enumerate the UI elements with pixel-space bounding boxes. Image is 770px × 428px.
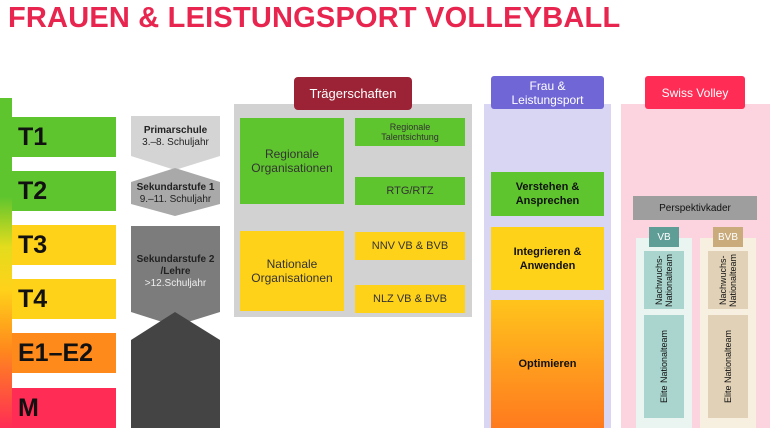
- integrieren-box: Integrieren & Anwenden: [491, 227, 604, 290]
- sek2-label: Sekundarstufe 2 /Lehre >12.Schuljahr: [136, 254, 215, 289]
- nlz-box: NLZ VB & BVB: [355, 285, 465, 313]
- frau-header: Frau & Leistungsport: [491, 76, 604, 109]
- vb-label: VB: [649, 227, 679, 247]
- school-arrows: [131, 116, 220, 428]
- level-e1-e2: E1–E2: [12, 333, 116, 373]
- traeger-header: Trägerschaften: [294, 77, 412, 110]
- nnv-box: NNV VB & BVB: [355, 232, 465, 260]
- level-t4: T4: [12, 279, 116, 319]
- bvb-label: BVB: [713, 227, 743, 247]
- level-t3: T3: [12, 225, 116, 265]
- optimieren-box: Optimieren: [491, 300, 604, 428]
- sek2-arrow: [131, 226, 220, 326]
- primarschule-label: Primarschule 3.–8. Schuljahr: [142, 125, 209, 148]
- rtg-rtz-box: RTG/RTZ: [355, 177, 465, 205]
- level-t2: T2: [12, 171, 116, 211]
- lower-arrow: [131, 312, 220, 428]
- verstehen-box: Verstehen & Ansprechen: [491, 172, 604, 216]
- sek1-label: Sekundarstufe 1 9.–11. Schuljahr: [136, 182, 215, 205]
- vb-elite-text: Elite Nationalteam: [659, 329, 669, 404]
- sek1-arrow: [131, 168, 220, 216]
- bvb-elite-text: Elite Nationalteam: [723, 329, 733, 404]
- swiss-header: Swiss Volley: [645, 76, 745, 109]
- vb-nachwuchs-text: Nachwuchs-Nationalteam: [654, 253, 674, 307]
- primarschule-arrow: [131, 116, 220, 170]
- level-t1: T1: [12, 117, 116, 157]
- talentsichtung-box: Regionale Talentsichtung: [355, 118, 465, 146]
- bvb-nachwuchs-text: Nachwuchs-Nationalteam: [718, 253, 738, 307]
- national-org-box: Nationale Organisationen: [240, 231, 344, 311]
- level-m: M: [12, 388, 116, 428]
- regional-org-box: Regionale Organisationen: [240, 118, 344, 204]
- bvb-elite-box: Elite Nationalteam: [708, 315, 748, 418]
- vb-elite-box: Elite Nationalteam: [644, 315, 684, 418]
- perspektivkader-bar: Perspektivkader: [633, 196, 757, 220]
- bvb-nachwuchs-box: Nachwuchs-Nationalteam: [708, 251, 748, 309]
- level-gradient-bar: [0, 98, 12, 428]
- vb-nachwuchs-box: Nachwuchs-Nationalteam: [644, 251, 684, 309]
- page-title: FRAUEN & LEISTUNGSPORT VOLLEYBALL: [8, 2, 621, 34]
